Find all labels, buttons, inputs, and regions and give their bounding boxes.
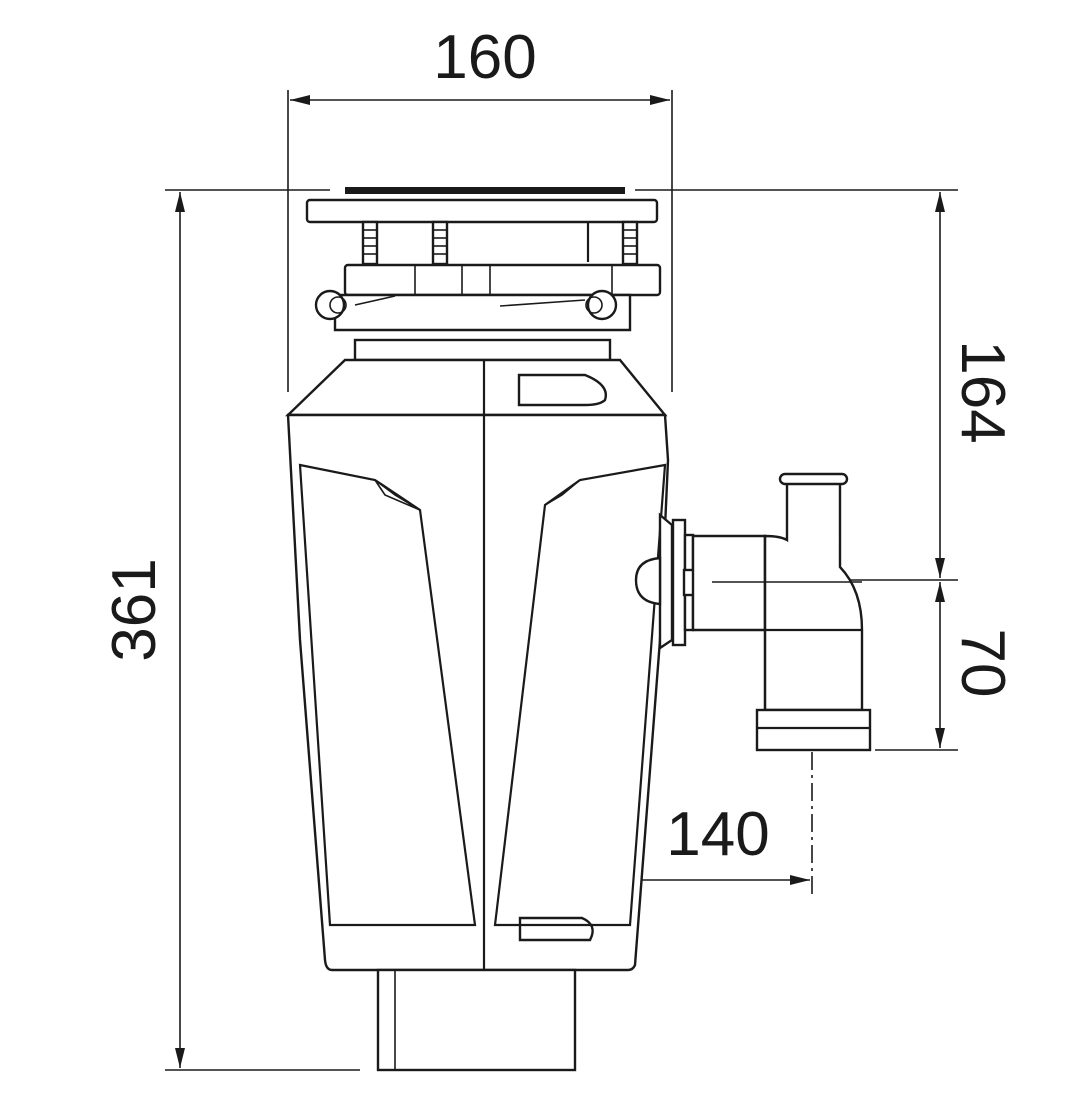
dimension-160: 160 [290,23,670,105]
mounting-bolts [361,220,639,266]
top-handle-icon [517,373,607,407]
sink-flange [305,187,662,362]
bottom-handle-icon [518,916,594,942]
dimension-label-361: 361 [100,558,169,661]
dimension-140: 140 [487,800,810,885]
dimension-label-140: 140 [666,800,769,869]
discharge-elbow [634,472,872,752]
disposer-body [285,358,670,972]
dimension-label-70: 70 [948,629,1017,698]
dimension-164: 164 [935,192,1017,578]
dimension-label-160: 160 [433,23,536,92]
dimension-70: 70 [935,582,1017,748]
dimension-label-164: 164 [948,340,1017,443]
mounting-lugs [314,289,618,321]
dimension-361: 361 [100,192,185,1068]
bottom-outlet [376,968,577,1072]
